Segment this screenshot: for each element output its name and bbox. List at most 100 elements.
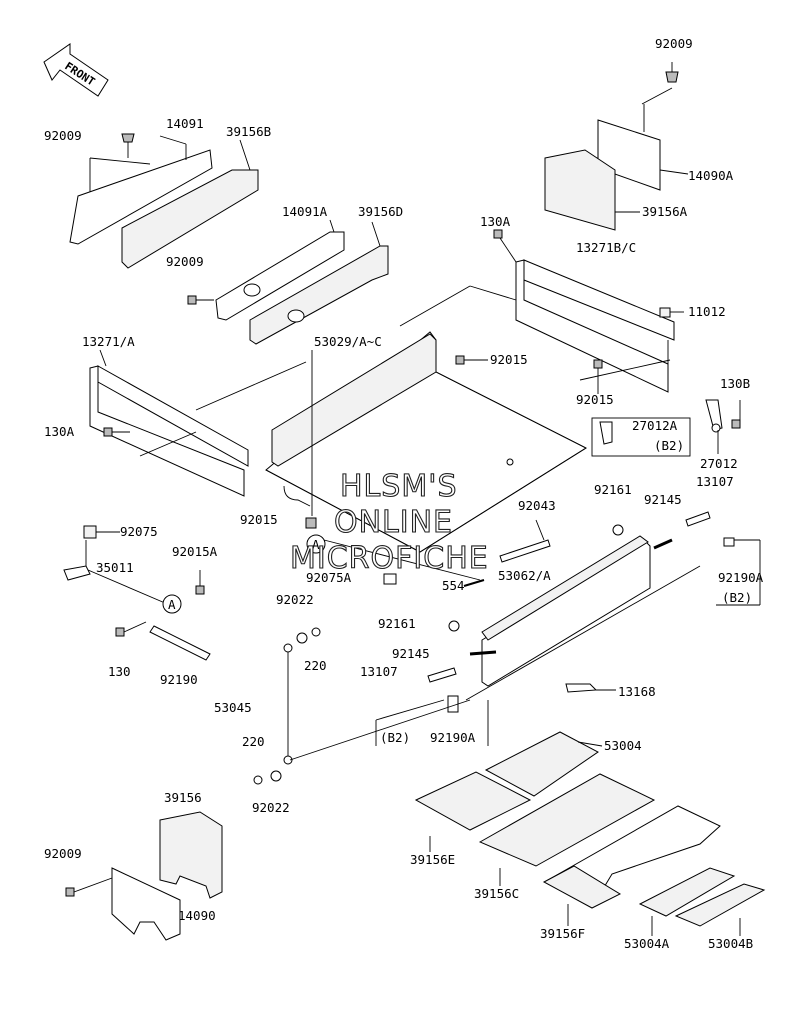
callout-39156: 39156	[164, 790, 202, 805]
pad-39156D	[249, 221, 389, 345]
front-arrow: FRONT	[43, 43, 109, 97]
guard-14091	[69, 133, 213, 245]
watermark: HLSM'S ONLINE MICROFICHE	[289, 468, 489, 576]
callout-92022-bottom: 92022	[252, 800, 290, 815]
tailgate-53062	[465, 535, 701, 701]
callout-53062A: 53062/A	[498, 568, 551, 583]
callout-130B: 130B	[720, 376, 750, 391]
callout-53004A: 53004A	[624, 936, 670, 951]
pin-554	[463, 579, 485, 587]
callout-11012: 11012	[688, 304, 726, 319]
callout-39156E: 39156E	[410, 852, 455, 867]
pad-39156B	[121, 139, 259, 269]
callout-53004: 53004	[604, 738, 642, 753]
callout-14091A: 14091A	[282, 204, 328, 219]
pin-13107-r	[685, 511, 711, 527]
callout-220-bottom: 220	[242, 734, 265, 749]
callout-92043: 92043	[518, 498, 556, 513]
bolt-130	[115, 621, 147, 637]
callout-35011: 35011	[96, 560, 134, 575]
callout-130A-left: 130A	[44, 424, 75, 439]
callout-13168: 13168	[618, 684, 656, 699]
callout-53029: 53029/A~C	[314, 334, 382, 349]
cap-92075A	[383, 573, 397, 585]
callout-92145-left: 92145	[392, 646, 430, 661]
damper-13168	[565, 683, 616, 693]
callout-92015-center: 92015	[490, 352, 528, 367]
cable-35011	[63, 540, 173, 607]
callout-13107-right: 13107	[696, 474, 734, 489]
callout-220-top: 220	[304, 658, 327, 673]
pin-92043	[499, 519, 551, 563]
pad-39156A	[544, 149, 640, 231]
callout-13271A: 13271/A	[82, 334, 135, 349]
callout-14090: 14090	[178, 908, 216, 923]
spring-92145-l	[469, 650, 497, 656]
callout-27012A: 27012A	[632, 418, 678, 433]
callout-92161-right: 92161	[594, 482, 632, 497]
rod-92190A-r	[716, 537, 761, 606]
callout-92009-top: 92009	[655, 36, 693, 51]
nut-92015-right	[593, 359, 603, 394]
ref-a-1: A	[312, 537, 320, 552]
cap-92075	[83, 525, 120, 539]
callout-92022-top: 92022	[276, 592, 314, 607]
callout-39156F: 39156F	[540, 926, 585, 941]
bolt-92009-mid	[187, 295, 214, 305]
ref-a-2: A	[168, 597, 176, 612]
callout-92161-left: 92161	[378, 616, 416, 631]
washer-92161-r	[612, 524, 624, 536]
callout-b2-b: (B2)	[722, 590, 752, 605]
bed-53029	[265, 285, 671, 553]
hinge-27012	[705, 399, 723, 454]
mat-39156E	[414, 771, 532, 831]
side-gate-13271BC	[493, 229, 675, 393]
callout-53004B: 53004B	[708, 936, 753, 951]
callout-92009-bottom: 92009	[44, 846, 82, 861]
callout-13271BC: 13271B/C	[576, 240, 636, 255]
callout-13107-left: 13107	[360, 664, 398, 679]
callout-92190: 92190	[160, 672, 198, 687]
watermark-line-3: MICROFICHE	[290, 541, 489, 576]
callout-b2-a: (B2)	[654, 438, 684, 453]
callout-27012: 27012	[700, 456, 738, 471]
rod-92190A-l	[375, 695, 489, 746]
rod-92190	[149, 625, 211, 661]
callout-14090A: 14090A	[688, 168, 734, 183]
spring-92145-r	[653, 538, 673, 550]
callout-53045: 53045	[214, 700, 252, 715]
bolt-130B	[731, 400, 741, 429]
callout-14091: 14091	[166, 116, 204, 131]
watermark-line-2: ONLINE	[334, 505, 453, 540]
callout-554: 554	[442, 578, 465, 593]
guard-14091A	[215, 219, 345, 321]
mat-39156C	[478, 773, 656, 867]
callout-39156D: 39156D	[358, 204, 403, 219]
mat-39156F	[542, 865, 622, 909]
cable-53045	[253, 627, 471, 785]
guard-14090	[65, 867, 181, 941]
callout-92015-bottom: 92015	[240, 512, 278, 527]
ref-a-circle-2: A	[162, 594, 182, 614]
callout-130A-right: 130A	[480, 214, 511, 229]
pin-13107-l	[427, 667, 457, 683]
callout-92075A: 92075A	[306, 570, 352, 585]
callout-b2-c: (B2)	[380, 730, 410, 745]
washer-92161-l	[448, 620, 460, 632]
ref-a-circle-1: A	[306, 534, 326, 554]
nut-92015-center	[455, 355, 488, 365]
callout-39156A: 39156A	[642, 204, 688, 219]
mat-53004	[484, 731, 603, 797]
callout-130: 130	[108, 664, 131, 679]
callout-39156B: 39156B	[226, 124, 271, 139]
hinge-27012A	[591, 417, 691, 457]
mat-53004A	[638, 867, 736, 917]
side-gate-13271A	[89, 349, 307, 497]
cap-11012	[659, 307, 684, 318]
nut-92015A	[195, 570, 205, 595]
callout-92009-left: 92009	[44, 128, 82, 143]
callout-92015-right: 92015	[576, 392, 614, 407]
callout-92015A: 92015A	[172, 544, 218, 559]
